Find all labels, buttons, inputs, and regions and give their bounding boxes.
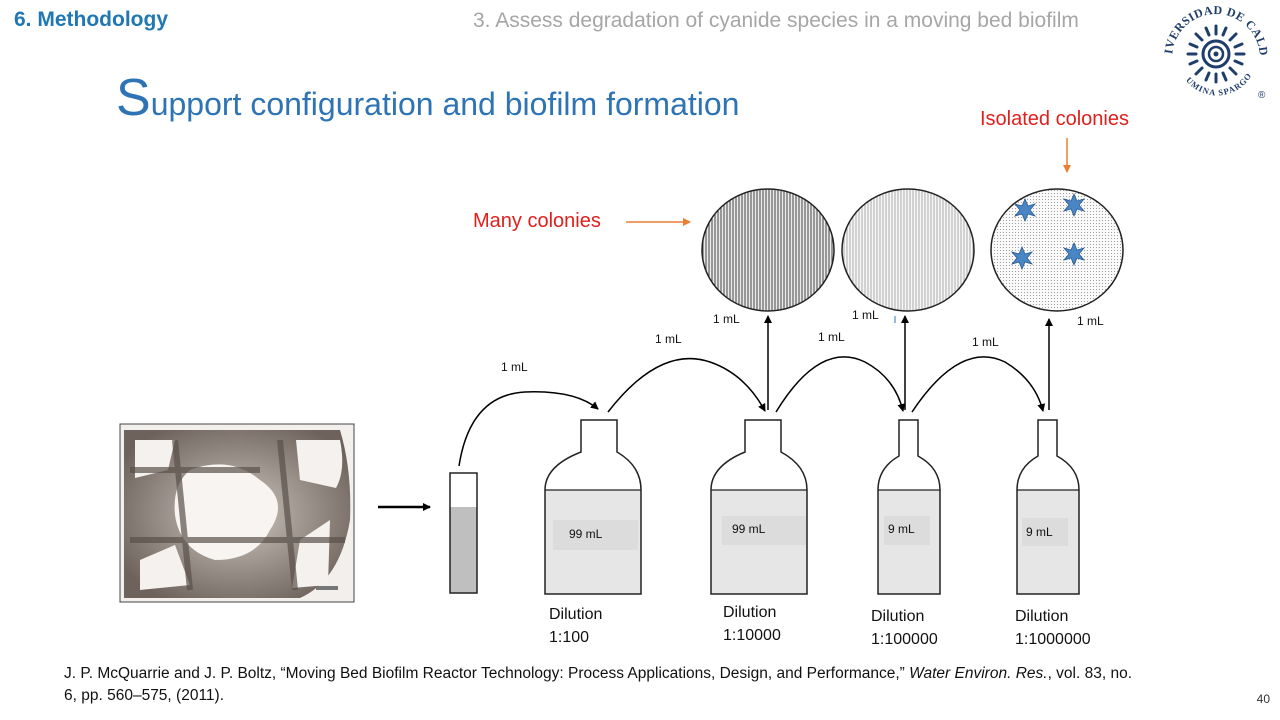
dilution-label-line1: Dilution: [1015, 608, 1068, 625]
bottle-volume-label: 9 mL: [1026, 525, 1053, 539]
colony-star: [1062, 192, 1086, 218]
isolated-colonies-label: Isolated colonies: [980, 108, 1129, 130]
page-number: 40: [1256, 692, 1270, 706]
bottle-1: [544, 419, 642, 595]
transfer-arrow-tube-to-bottle1: [458, 391, 599, 467]
biofilm-carrier-photo: [119, 423, 355, 603]
transfer-label: 1 mL: [655, 332, 682, 346]
bottle-volume-label: 9 mL: [888, 522, 915, 536]
university-logo: UNIVERSIDAD DE CALDAS LUMINA SPARGO ®: [1158, 2, 1271, 101]
volume-box-3: [884, 516, 930, 545]
title-initial: S: [116, 69, 151, 127]
transfer-label: 1 mL: [1077, 314, 1104, 328]
logo-sun-emblem: [1186, 24, 1246, 84]
volume-box-1: [553, 520, 638, 550]
dilution-label-line1: Dilution: [871, 608, 924, 625]
transfer-arrow-bottle3-to-bottle4: [911, 356, 1046, 413]
title-rest: upport configuration and biofilm formati…: [150, 86, 740, 122]
bottle-3: [877, 419, 941, 595]
citation-tail: , vol. 83, no. 6, pp. 560–575, (2011).: [64, 665, 1133, 704]
transfer-label: 1 mL: [852, 308, 879, 322]
citation: J. P. McQuarrie and J. P. Boltz, “Moving…: [64, 663, 1144, 707]
volume-box-2: [722, 516, 806, 545]
bottle-volume-label: 99 mL: [569, 527, 603, 541]
petri-plate-many-colonies: [701, 188, 835, 312]
test-tube: [449, 472, 478, 594]
petri-plate-medium-colonies: [841, 188, 975, 312]
dilution-label-line2: 1:1000000: [1015, 631, 1091, 648]
logo-registered-mark: ®: [1258, 90, 1266, 101]
dilution-label-line2: 1:100000: [871, 631, 938, 648]
transfer-label: 1 mL: [972, 335, 999, 349]
bottle-volume-label: 99 mL: [732, 522, 766, 536]
many-colonies-label: Many colonies: [473, 210, 601, 232]
bottle-4: [1016, 419, 1080, 595]
transfer-arrow-bottle2-to-bottle3: [775, 356, 906, 413]
dilution-label-line1: Dilution: [549, 606, 602, 623]
citation-journal: Water Environ. Res.: [909, 665, 1048, 682]
dilution-label-line2: 1:100: [549, 629, 589, 646]
slide-title: Support configuration and biofilm format…: [116, 68, 739, 128]
section-heading: 6. Methodology: [14, 8, 168, 31]
slide-subtitle: 3. Assess degradation of cyanide species…: [473, 9, 1079, 32]
dilution-label-line1: Dilution: [723, 604, 776, 621]
citation-text: J. P. McQuarrie and J. P. Boltz, “Moving…: [64, 665, 910, 682]
volume-box-4: [1022, 518, 1068, 546]
transfer-label: 1 mL: [501, 360, 528, 374]
colony-star: [1010, 245, 1034, 271]
transfer-label: 1 mL: [713, 312, 740, 326]
colony-star: [1062, 241, 1086, 267]
bottle-2: [710, 419, 808, 595]
petri-plate-isolated-colonies: [990, 188, 1124, 312]
transfer-label: 1 mL: [818, 330, 845, 344]
dilution-label-line2: 1:10000: [723, 627, 781, 644]
transfer-arrow-bottle1-to-bottle2: [607, 357, 766, 413]
isolated-colony-markers: [1010, 192, 1086, 271]
colony-star: [1013, 197, 1037, 223]
